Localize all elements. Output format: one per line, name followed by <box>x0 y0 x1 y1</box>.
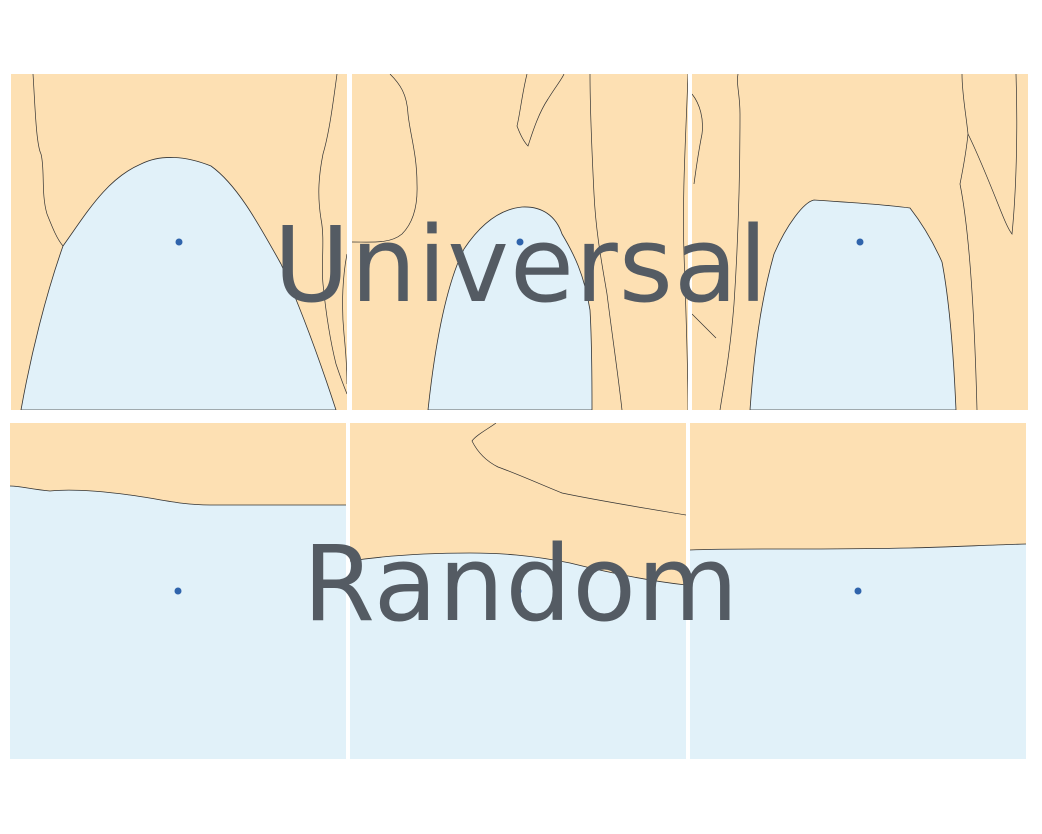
water-body <box>20 157 337 410</box>
center-marker <box>514 587 522 595</box>
coastline <box>690 543 1026 551</box>
center-marker <box>856 238 864 246</box>
universal-map-tile-3 <box>692 74 1028 410</box>
water-body <box>427 206 593 410</box>
coastline <box>10 485 346 506</box>
coastline <box>516 74 565 147</box>
land-area <box>690 423 1026 550</box>
water-body <box>749 199 957 410</box>
center-marker <box>175 238 183 246</box>
random-map-tile-1 <box>10 423 346 759</box>
coastline <box>318 74 347 395</box>
coastline <box>342 253 347 385</box>
random-map-tile-2 <box>350 423 686 759</box>
land-area <box>350 423 686 585</box>
coastline <box>350 552 686 586</box>
coastline <box>692 93 703 185</box>
coastline <box>719 74 741 410</box>
coastline <box>589 74 623 410</box>
coastline <box>471 423 686 516</box>
coastline <box>352 74 418 243</box>
center-marker <box>854 587 862 595</box>
center-marker <box>516 238 524 246</box>
universal-map-tile-1 <box>11 74 347 410</box>
coastline <box>683 74 688 410</box>
random-map-tile-3 <box>690 423 1026 759</box>
coastline <box>692 313 717 339</box>
coastline <box>959 74 978 410</box>
coastline <box>967 74 1018 235</box>
universal-map-tile-2 <box>352 74 688 410</box>
center-marker <box>174 587 182 595</box>
coastline <box>32 74 64 247</box>
land-area <box>10 423 346 505</box>
